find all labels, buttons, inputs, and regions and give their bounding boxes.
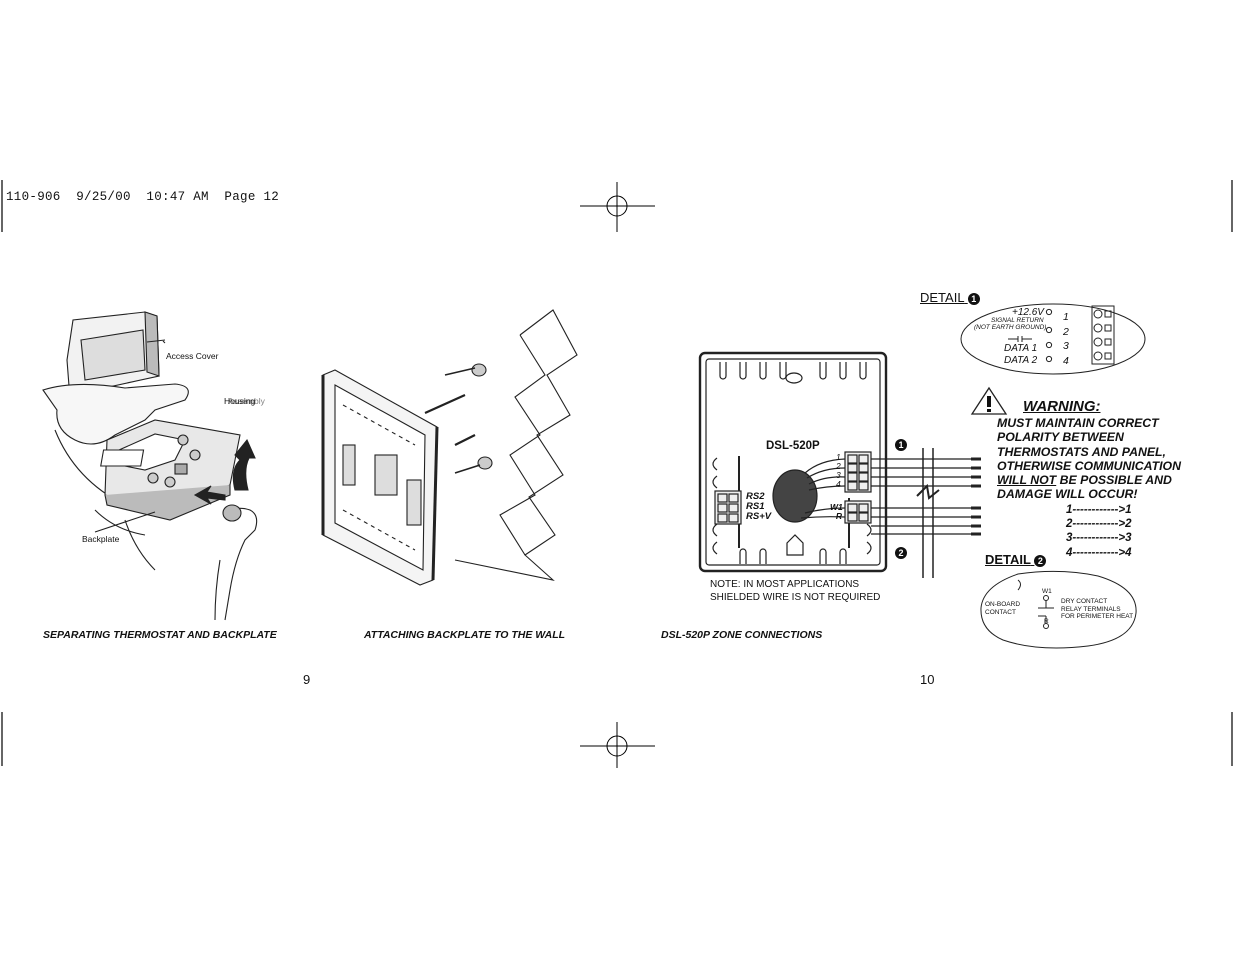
terminal-r: R	[835, 511, 842, 521]
detail1-terminal-2: 2	[1063, 325, 1069, 338]
note-line2: SHIELDED WIRE IS NOT REQUIRED	[710, 592, 881, 603]
warning-icon	[970, 386, 1008, 415]
detail1-terminal-1: 1	[1063, 311, 1069, 323]
callout-2: 2	[895, 544, 907, 562]
relay-terminal-labels: W1 R	[830, 502, 843, 521]
polarity-mapping: 1------------>1 2------------>2 3-------…	[1066, 503, 1131, 560]
warning-line-1: MUST MAINTAIN CORRECT	[997, 416, 1159, 430]
warning-title: WARNING:	[1023, 398, 1101, 415]
warning-line-2: POLARITY BETWEEN	[997, 430, 1124, 445]
warning-will-not: WILL NOT	[997, 473, 1057, 488]
detail2-onboard-contact: ON-BOARD CONTACT	[985, 601, 1020, 617]
mapping-3: 3------------>3	[1066, 532, 1132, 545]
warning-line-5: WILL NOT BE POSSIBLE AND	[997, 473, 1181, 487]
warning-line-5-rest: BE POSSIBLE AND	[1056, 473, 1172, 488]
left-terminal-labels: RS2 RS1 RS+V	[746, 492, 771, 522]
detail2-w1: W1	[1042, 588, 1052, 595]
caption-zone-connections: DSL-520P ZONE CONNECTIONS	[661, 629, 823, 641]
label-backplate: Backplate	[82, 534, 120, 544]
detail1-signal-return: SIGNAL RETURN	[991, 317, 1044, 324]
detail2-desc-line1: DRY CONTACT	[1061, 598, 1108, 605]
figure-dsl520p-board	[698, 351, 981, 578]
detail2-onboard-line2: CONTACT	[985, 609, 1016, 616]
shielded-wire-note: NOTE: IN MOST APPLICATIONS SHIELDED WIRE…	[710, 578, 880, 604]
detail2-r: R	[1044, 618, 1049, 625]
terminal-rs1: RS1	[746, 501, 765, 512]
model-label: DSL-520P	[766, 440, 820, 452]
label-assembly: Assembly	[228, 396, 265, 406]
mapping-4: 4------------>4	[1066, 546, 1132, 559]
terminal-w1: W1	[830, 502, 843, 512]
terminal-2: 2	[836, 461, 841, 471]
warning-line-4: OTHERWISE COMMUNICATION	[997, 458, 1181, 473]
detail2-onboard-line1: ON-BOARD	[985, 601, 1021, 608]
warning-text: MUST MAINTAIN CORRECT POLARITY BETWEEN T…	[997, 416, 1181, 502]
detail2-desc-line2: RELAY TERMINALS	[1061, 605, 1121, 613]
detail1-signal-126v: +12.6V	[1012, 307, 1044, 318]
terminal-rs2: RS2	[746, 491, 765, 502]
detail1-oval	[960, 303, 1146, 375]
detail1-data2: DATA 2	[1004, 355, 1038, 366]
terminal-4: 4	[836, 479, 841, 489]
detail1-terminal-4: 4	[1063, 354, 1069, 367]
mapping-2: 2------------>2	[1066, 518, 1132, 531]
caption-separating-thermostat: SEPARATING THERMOSTAT AND BACKPLATE	[43, 629, 277, 641]
terminal-rsv: RS+V	[746, 511, 772, 522]
warning-line-6: DAMAGE WILL OCCUR!	[997, 487, 1138, 502]
label-housing: Housing	[224, 396, 256, 406]
detail2-oval	[980, 570, 1137, 649]
note-line1: NOTE: IN MOST APPLICATIONS	[710, 579, 860, 590]
page-number-left: 9	[303, 672, 311, 687]
warning-line-3: THERMOSTATS AND PANEL,	[997, 444, 1166, 459]
mapping-1: 1------------>1	[1066, 504, 1132, 516]
figure-separating-thermostat	[42, 311, 258, 621]
print-slug: 110-906 9/25/00 10:47 AM Page 12	[6, 190, 280, 204]
detail1-data1: DATA 1	[1004, 343, 1038, 354]
registration-mark-top	[580, 182, 655, 232]
detail1-heading: DETAIL 1	[920, 290, 980, 305]
figure-attaching-backplate	[321, 309, 578, 586]
detail1-terminal-numbers: 1 2 3 4	[1063, 310, 1069, 368]
detail2-desc-line3: FOR PERIMETER HEAT	[1061, 613, 1134, 620]
detail2-description: DRY CONTACT RELAY TERMINALS FOR PERIMETE…	[1061, 598, 1133, 621]
detail2-heading: DETAIL 2	[985, 552, 1047, 567]
label-access-cover: Access Cover	[166, 351, 219, 361]
terminal-3: 3	[836, 470, 841, 480]
page-number-right: 10	[920, 672, 935, 687]
callout-1: 1	[895, 436, 907, 454]
detail1-not-earth-ground: (NOT EARTH GROUND)	[974, 324, 1047, 331]
right-terminal-labels: 1 2 3 4	[836, 453, 841, 489]
detail1-terminal-3: 3	[1063, 340, 1069, 352]
registration-mark-bottom	[580, 722, 655, 768]
terminal-1: 1	[836, 452, 841, 462]
caption-attaching-backplate: ATTACHING BACKPLATE TO THE WALL	[364, 629, 566, 641]
